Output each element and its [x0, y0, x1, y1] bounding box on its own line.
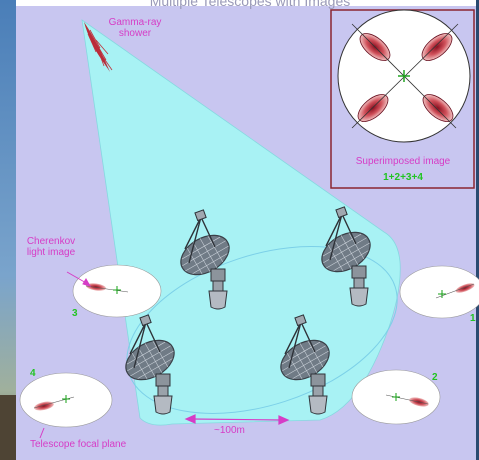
superimposed-ellipses — [351, 23, 459, 129]
gamma-ray-shower-label: Gamma-ray shower — [108, 17, 162, 39]
telescope-number-2: 2 — [432, 372, 438, 383]
cherenkov-light-cone — [81, 19, 401, 426]
distance-label: ~100m — [214, 425, 245, 436]
focal-plane-pointer-line — [39, 427, 45, 439]
telescope-number-1: 1 — [470, 313, 476, 324]
telescope-number-4: 4 — [30, 368, 36, 379]
focal-plane-2 — [351, 369, 441, 425]
focal-plane-1 — [399, 265, 479, 319]
left-photo-strip — [0, 0, 16, 460]
superimposed-formula: 1+2+3+4 — [383, 172, 423, 183]
cherenkov-light-image-label: Cherenkov light image — [26, 236, 76, 258]
superimposed-image-caption: Superimposed image — [355, 156, 451, 167]
header-partial-text: Multiple Telescopes with Images — [150, 0, 351, 9]
focal-plane-4 — [19, 372, 113, 428]
distance-arrow — [184, 414, 290, 425]
telescope-focal-plane-label: Telescope focal plane — [30, 439, 127, 450]
gamma-ray-shower — [84, 22, 113, 72]
header-strip — [16, 0, 479, 6]
cherenkov-pointer-arrow — [66, 271, 92, 287]
focal-plane-3 — [72, 264, 162, 318]
telescope-number-3: 3 — [72, 308, 78, 319]
